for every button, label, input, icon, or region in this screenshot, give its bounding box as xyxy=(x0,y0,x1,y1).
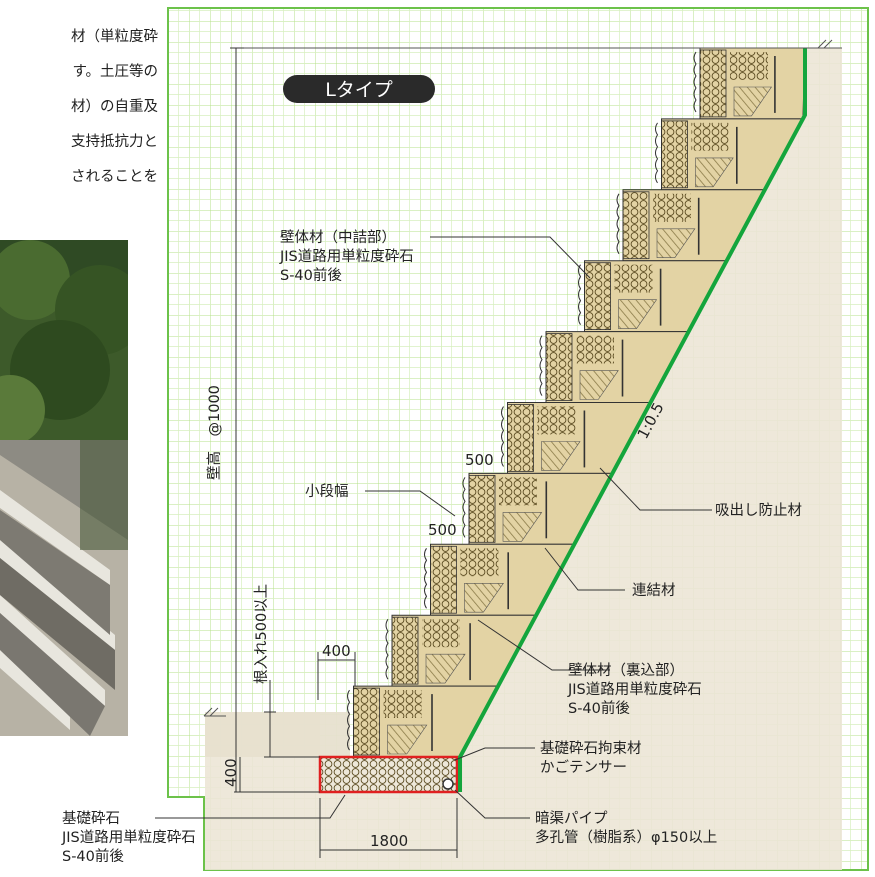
gabion-block-face xyxy=(468,474,496,543)
label-wall-height: 壁高 @1000 xyxy=(206,385,223,480)
front-mesh-edge xyxy=(424,548,428,609)
front-mesh-edge xyxy=(462,477,466,538)
front-mesh-edge xyxy=(616,193,620,255)
gabion-infill xyxy=(425,653,466,684)
intro-line-1: 材（単粒度砕 xyxy=(71,29,158,45)
label-wall-infill-grade: S-40前後 xyxy=(280,267,342,284)
gabion-infill xyxy=(618,299,658,329)
label-foundation-restraint-sub: かごテンサー xyxy=(540,759,627,776)
intro-line-4: 支持抵抗力と xyxy=(71,134,158,150)
gabion-stone-band xyxy=(614,264,653,293)
gabion-block-face xyxy=(545,333,573,401)
label-dim-400-top: 400 xyxy=(322,642,351,660)
gabion-infill xyxy=(733,86,773,117)
label-wall-backfill-spec: JIS道路用単粒度砕石 xyxy=(567,681,702,698)
front-mesh-edge xyxy=(693,51,697,113)
gabion-infill xyxy=(695,157,734,188)
label-foundation-stone-spec: JIS道路用単粒度砕石 xyxy=(61,829,196,846)
intro-line-3: 材）の自重及 xyxy=(71,99,158,115)
gabion-stone-band xyxy=(537,406,576,435)
front-mesh-edge xyxy=(655,122,659,184)
gabion-stone-band xyxy=(422,619,460,648)
gabion-infill xyxy=(464,582,504,613)
label-dim-500-lower: 500 xyxy=(428,521,457,539)
gabion-infill xyxy=(656,228,696,259)
front-mesh-edge xyxy=(385,618,389,680)
gabion-block-face xyxy=(699,49,727,118)
type-badge: Lタイプ xyxy=(325,79,393,101)
label-foundation-stone-grade: S-40前後 xyxy=(62,848,124,865)
label-drain-pipe-spec: 多孔管（樹脂系）φ150以上 xyxy=(535,829,717,846)
label-dim-400-side: 400 xyxy=(222,758,240,787)
gabion-stone-band xyxy=(383,690,422,719)
gabion-block-face xyxy=(353,687,380,756)
gabion-stone-band xyxy=(460,548,499,577)
label-wall-infill-title: 壁体材（中詰部） xyxy=(280,229,396,246)
front-ground xyxy=(205,712,350,757)
gabion-infill xyxy=(541,441,581,471)
gabion-stone-band xyxy=(499,477,537,506)
drain-pipe xyxy=(442,778,454,790)
backfill-earth xyxy=(205,48,842,870)
intro-text: 材（単粒度砕 す。土圧等の 材）の自重及 支持抵抗力と されることを xyxy=(0,0,162,220)
gabion-stone-band xyxy=(653,193,691,222)
suction-prevention-line xyxy=(458,48,807,792)
label-dim-500-upper: 500 xyxy=(465,451,494,469)
label-dim-1800: 1800 xyxy=(370,832,408,850)
gabion-block-face xyxy=(430,545,457,614)
gabion-stone-band xyxy=(576,335,614,364)
gabion-block-face xyxy=(391,616,419,685)
gabion-stone-band xyxy=(730,52,768,80)
front-mesh-edge xyxy=(539,335,543,396)
gabion-infill xyxy=(387,724,428,755)
embedment-dimension xyxy=(264,680,320,758)
leader-lines xyxy=(155,236,712,819)
width-400-dimension xyxy=(317,652,356,700)
front-mesh-edge xyxy=(501,406,505,467)
gabion-infill xyxy=(579,370,619,400)
intro-line-2: す。土圧等の xyxy=(72,64,158,80)
gabion-infill xyxy=(502,512,543,542)
gabion-block-face xyxy=(584,262,611,331)
wall-height-dimension xyxy=(230,47,244,792)
foundation-stone-base xyxy=(318,755,459,794)
label-embedment: 根入れ500以上 xyxy=(253,584,270,684)
label-connector: 連結材 xyxy=(632,582,676,599)
gabion-block-face xyxy=(507,404,534,472)
label-wall-backfill-title: 壁体材（裏込部） xyxy=(568,661,684,679)
label-wall-infill-spec: JIS道路用単粒度砕石 xyxy=(279,248,414,265)
front-mesh-edge xyxy=(578,264,582,325)
height-400-dimension xyxy=(234,757,320,793)
label-wall-backfill-grade: S-40前後 xyxy=(568,700,630,717)
label-drain-pipe-title: 暗渠パイプ xyxy=(535,810,608,827)
site-photo xyxy=(0,240,128,736)
label-foundation-stone-title: 基礎砕石 xyxy=(62,810,120,827)
label-foundation-restraint-title: 基礎砕石拘束材 xyxy=(540,740,642,757)
front-mesh-edge xyxy=(347,689,351,751)
label-small-step-width: 小段幅 xyxy=(305,483,349,500)
intro-line-5: されることを xyxy=(71,169,158,185)
label-suction-prevention: 吸出し防止材 xyxy=(715,502,802,519)
type-badge-bg xyxy=(283,75,435,103)
gabion-block-face xyxy=(622,191,650,260)
width-1800-dimension xyxy=(319,798,458,858)
gabion-block-face xyxy=(661,120,688,189)
gabion-stone-band xyxy=(691,122,730,151)
